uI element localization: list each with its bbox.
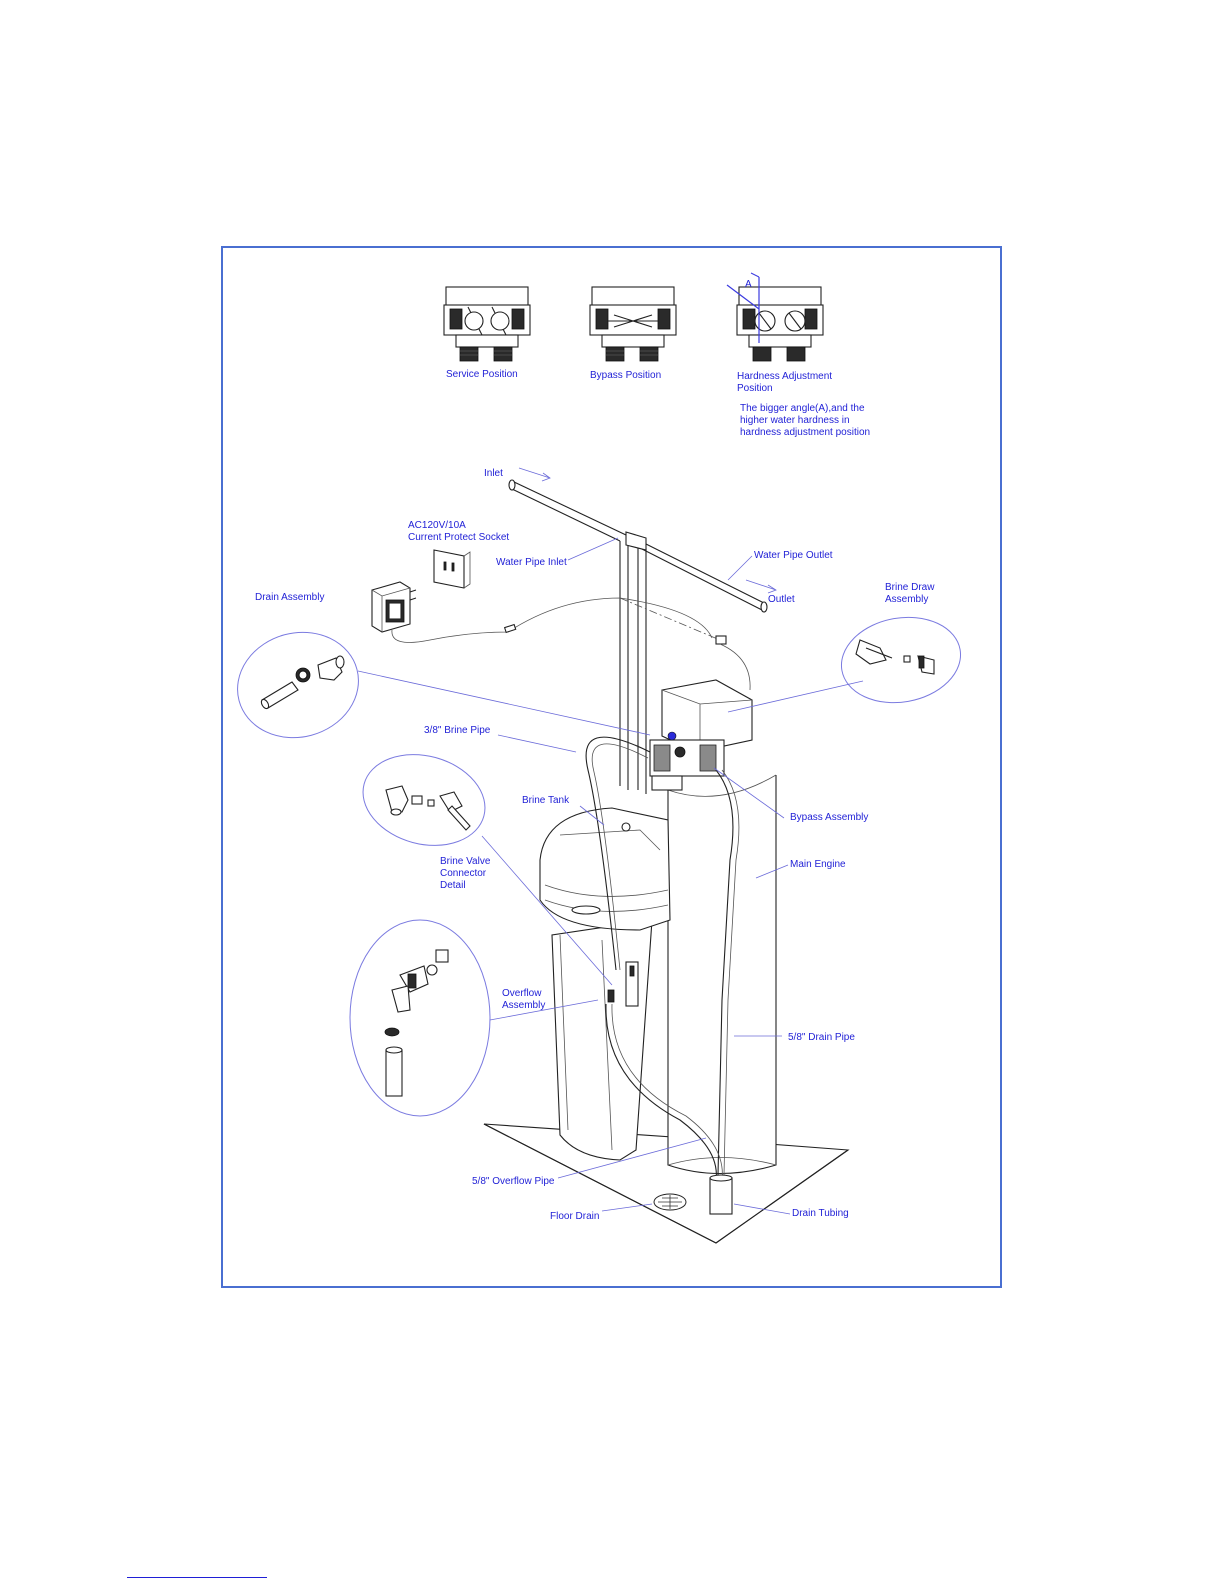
brine-valve-label-line1: Brine Valve bbox=[440, 856, 491, 867]
bypass-position-label: Bypass Position bbox=[590, 370, 661, 381]
hardness-position-label-line2: Position bbox=[737, 383, 773, 394]
socket-label-line2: Current Protect Socket bbox=[408, 532, 509, 543]
overflow-assembly-detail bbox=[349, 919, 491, 1117]
footer-rule bbox=[127, 1577, 267, 1578]
drain-assembly-detail bbox=[237, 631, 359, 739]
leader-brine-pipe bbox=[497, 734, 577, 753]
drain-tubing bbox=[709, 1174, 733, 1215]
main-engine-tank bbox=[667, 774, 777, 1174]
water-pipe-inlet bbox=[508, 479, 629, 790]
floor-drain-label: Floor Drain bbox=[550, 1211, 599, 1222]
hardness-adjustment-position-valve bbox=[726, 272, 824, 362]
water-pipe-outlet-label: Water Pipe Outlet bbox=[754, 550, 833, 561]
bypass-assembly-label: Bypass Assembly bbox=[790, 812, 868, 823]
brine-draw-label-line2: Assembly bbox=[885, 594, 928, 605]
leader-floor-drain bbox=[601, 1203, 653, 1212]
leader-water-pipe-outlet bbox=[727, 555, 753, 581]
brine-pipe-3-8 bbox=[585, 736, 651, 971]
bypass-position-valve bbox=[589, 286, 677, 362]
leader-bypass-assembly bbox=[713, 767, 785, 819]
leader-main-engine bbox=[755, 864, 789, 879]
drain-pipe-5-8 bbox=[715, 769, 734, 1176]
leader-drain-tubing bbox=[733, 1203, 791, 1215]
diagram-frame bbox=[221, 246, 1002, 1288]
power-cord bbox=[391, 597, 713, 643]
overflow-pipe-5-8 bbox=[605, 1003, 717, 1181]
brine-tank-label: Brine Tank bbox=[522, 795, 570, 806]
brine-valve-label-line2: Connector bbox=[440, 868, 487, 879]
main-engine-label: Main Engine bbox=[790, 859, 846, 870]
brine-valve-label-line3: Detail bbox=[440, 880, 466, 891]
hardness-note-line3: hardness adjustment position bbox=[740, 427, 870, 438]
angle-a-indicator bbox=[726, 277, 760, 343]
outlet-label: Outlet bbox=[768, 594, 795, 605]
inlet-flow-arrow bbox=[518, 467, 551, 482]
inlet-label: Inlet bbox=[484, 468, 503, 479]
socket-label-line1: AC120V/10A bbox=[408, 520, 466, 531]
angle-a-label: A bbox=[745, 279, 752, 290]
floor-drain-grate bbox=[653, 1193, 687, 1211]
outlet-flow-arrow bbox=[745, 579, 777, 594]
brine-valve-connector-detail bbox=[362, 754, 486, 846]
control-valve-head bbox=[649, 679, 753, 791]
brine-tank bbox=[539, 807, 671, 1161]
water-pipe-outlet bbox=[625, 531, 768, 794]
overflow-assembly-label-line1: Overflow bbox=[502, 988, 542, 999]
drain-pipe-label: 5/8" Drain Pipe bbox=[788, 1032, 855, 1043]
hardness-note-line2: higher water hardness in bbox=[740, 415, 850, 426]
leader-water-pipe-inlet bbox=[567, 537, 619, 561]
hardness-position-label-line1: Hardness Adjustment bbox=[737, 371, 832, 382]
current-protect-socket bbox=[433, 549, 471, 589]
drain-tubing-label: Drain Tubing bbox=[792, 1208, 849, 1219]
brine-draw-label-line1: Brine Draw bbox=[885, 582, 935, 593]
leader-brine-tank bbox=[579, 805, 605, 826]
service-position-label: Service Position bbox=[446, 369, 518, 380]
overflow-assembly-label-line2: Assembly bbox=[502, 1000, 545, 1011]
service-position-valve bbox=[443, 286, 531, 362]
brine-pipe-label: 3/8" Brine Pipe bbox=[424, 725, 491, 736]
water-pipe-inlet-label: Water Pipe Inlet bbox=[496, 557, 567, 568]
power-adapter bbox=[371, 581, 417, 633]
drain-assembly-label: Drain Assembly bbox=[255, 592, 324, 603]
brine-draw-assembly-detail bbox=[840, 616, 962, 704]
leader-overflow-pipe bbox=[557, 1137, 707, 1179]
hardness-note-line1: The bigger angle(A),and the bbox=[740, 403, 865, 414]
overflow-pipe-label: 5/8" Overflow Pipe bbox=[472, 1176, 555, 1187]
